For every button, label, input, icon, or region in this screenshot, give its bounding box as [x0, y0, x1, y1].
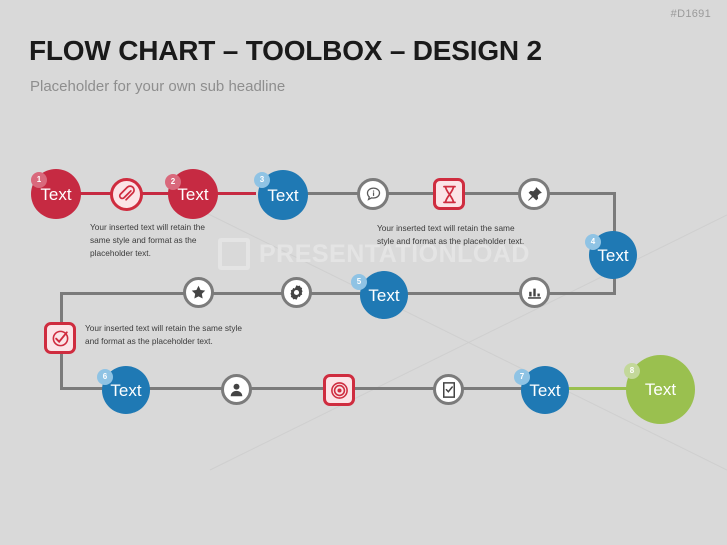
flow-node-2-label: Text — [177, 184, 209, 204]
page-title: FLOW CHART – TOOLBOX – DESIGN 2 — [29, 35, 542, 66]
user-icon[interactable] — [221, 374, 252, 405]
para-1: Your inserted text will retain the same … — [90, 222, 205, 259]
hourglass-icon[interactable] — [433, 178, 465, 210]
checklist-glyph — [442, 381, 455, 398]
target-glyph — [330, 381, 348, 399]
flow-node-4-label: Text — [597, 245, 629, 265]
flow-node-1-label: Text — [40, 184, 72, 204]
paperclip-icon[interactable] — [110, 178, 143, 211]
para-2: Your inserted text will retain the same … — [377, 223, 525, 247]
flow-node-5[interactable]: Text — [360, 271, 408, 319]
bar-chart-icon[interactable] — [519, 277, 550, 308]
square-outline-icon — [218, 238, 250, 270]
paperclip-glyph — [118, 185, 135, 201]
checklist-icon[interactable] — [433, 374, 464, 405]
star-icon[interactable] — [183, 277, 214, 308]
para-3: Your inserted text will retain the same … — [85, 323, 242, 347]
hourglass-glyph — [442, 185, 456, 203]
flow-node-8-badge: 8 — [624, 363, 640, 379]
user-glyph — [230, 383, 243, 397]
star-glyph — [191, 285, 206, 299]
target-icon[interactable] — [323, 374, 355, 406]
flow-node-8-label: Text — [644, 380, 677, 399]
flow-node-6-label: Text — [110, 380, 142, 400]
flow-node-4[interactable]: Text — [589, 231, 637, 279]
connector-row1-red — [56, 192, 256, 195]
page-subtitle: Placeholder for your own sub headline — [30, 78, 286, 95]
flow-node-2-badge: 2 — [165, 174, 181, 190]
pushpin-glyph — [527, 186, 542, 201]
flow-node-7-badge: 7 — [514, 369, 530, 385]
bar-chart-glyph — [528, 288, 541, 299]
flow-node-5-label: Text — [368, 285, 400, 305]
flow-node-3-badge: 3 — [254, 172, 270, 188]
flow-node-8[interactable]: Text — [626, 355, 695, 424]
connector-row3-green — [565, 387, 640, 390]
info-bubble-glyph — [366, 186, 380, 201]
flow-node-4-badge: 4 — [585, 234, 601, 250]
connector-row2-gray — [60, 292, 616, 295]
flow-node-3-label: Text — [267, 185, 299, 205]
document-id: #D1691 — [670, 8, 711, 20]
flow-node-7-label: Text — [529, 380, 561, 400]
gear-icon[interactable] — [281, 277, 312, 308]
info-bubble-icon[interactable] — [357, 178, 389, 210]
check-circle-glyph — [52, 330, 68, 346]
gear-glyph — [290, 285, 303, 300]
pushpin-icon[interactable] — [518, 178, 550, 210]
check-circle-icon[interactable] — [44, 322, 76, 354]
flow-node-5-badge: 5 — [351, 274, 367, 290]
flow-node-1-badge: 1 — [31, 172, 47, 188]
flow-node-6-badge: 6 — [97, 369, 113, 385]
